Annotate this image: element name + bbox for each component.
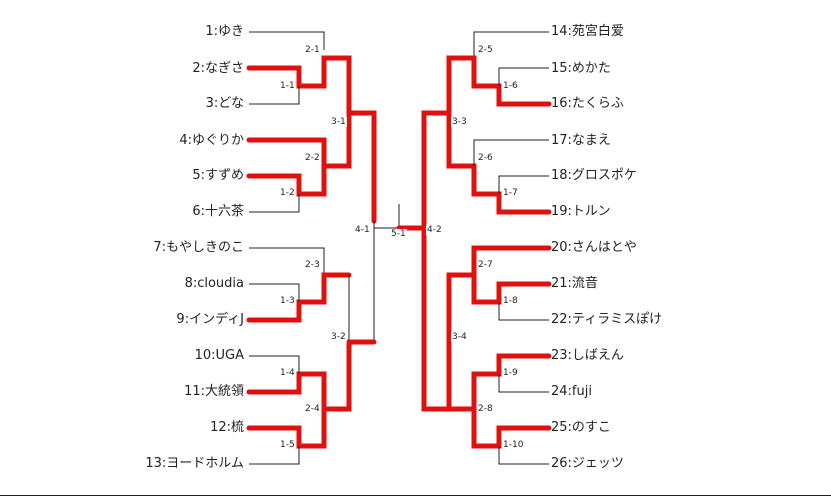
bracket-line <box>249 355 300 374</box>
winner-path <box>396 55 552 231</box>
player-name: 7:もやしきのこ <box>153 240 244 255</box>
player-name: 5:すずめ <box>192 168 244 183</box>
player-name: 19:トルン <box>551 204 611 219</box>
player-name: 16:たくらふ <box>551 96 624 111</box>
bracket-line <box>498 446 549 465</box>
player-name: 18:グロスポケ <box>551 168 637 183</box>
match-label: 2-2 <box>304 153 321 163</box>
match-label: 1-5 <box>279 440 296 450</box>
match-label: 1-6 <box>502 81 519 91</box>
winner-path <box>246 339 377 412</box>
match-label: 3-4 <box>451 332 468 342</box>
match-label: 1-1 <box>279 81 296 91</box>
winner-path <box>421 225 552 412</box>
match-label: 5-1 <box>390 229 407 239</box>
player-name: 4:ゆぐりか <box>179 133 244 148</box>
match-label: 1-3 <box>279 296 296 306</box>
player-name: 12:梳 <box>210 420 244 435</box>
match-label: 2-8 <box>477 404 494 414</box>
winner-path <box>246 272 352 323</box>
player-name: 8:cloudia <box>184 276 244 291</box>
match-label: 1-7 <box>502 188 519 198</box>
match-label: 2-5 <box>477 45 494 55</box>
match-label: 1-8 <box>502 296 519 306</box>
match-label: 1-2 <box>279 188 296 198</box>
bracket-line <box>373 221 399 229</box>
match-label: 1-4 <box>279 368 296 378</box>
bracket-line <box>398 204 424 229</box>
player-name: 9:インディJ <box>176 312 244 327</box>
player-name: 6:十六茶 <box>192 204 244 219</box>
player-name: 2:なぎさ <box>192 61 244 76</box>
bracket-line <box>249 247 325 275</box>
bracket-line <box>498 302 549 321</box>
player-name: 24:fuji <box>551 384 592 399</box>
player-name: 14:苑宮白爱 <box>551 24 624 39</box>
player-name: 1:ゆき <box>205 24 244 39</box>
player-name: 22:ティラミスぽけ <box>551 312 663 327</box>
bracket-line <box>249 283 300 302</box>
player-name: 20:さんはとや <box>551 240 637 255</box>
bracket-line <box>249 446 300 465</box>
bottom-divider <box>0 495 831 496</box>
match-label: 2-1 <box>304 45 321 55</box>
player-name: 15:めかた <box>551 61 611 76</box>
player-name: 23:しばえん <box>551 348 624 363</box>
match-label: 2-7 <box>477 260 494 270</box>
winner-path <box>246 55 377 224</box>
winner-path <box>446 353 552 412</box>
player-name: 11:大統領 <box>184 384 244 399</box>
match-label: 3-1 <box>330 117 347 127</box>
player-name: 26:ジェッツ <box>551 456 624 471</box>
player-name: 13:ヨードホルム <box>145 456 244 471</box>
winner-path <box>446 110 552 215</box>
match-label: 2-3 <box>304 260 321 270</box>
bracket-line <box>498 374 549 393</box>
match-label: 1-10 <box>502 440 525 450</box>
player-name: 17:なまえ <box>551 133 611 148</box>
bracket-line <box>249 31 325 50</box>
bracket-line <box>249 194 300 213</box>
bracket-line <box>473 31 549 58</box>
bracket-line <box>498 175 549 194</box>
bracket-line <box>249 86 300 105</box>
match-label: 3-2 <box>330 332 347 342</box>
player-name: 21:流音 <box>551 276 598 291</box>
match-label: 3-3 <box>451 117 468 127</box>
player-name: 10:UGA <box>194 348 244 363</box>
bracket-line <box>473 139 549 166</box>
player-name: 25:のすこ <box>551 420 611 435</box>
match-label: 4-1 <box>354 225 371 235</box>
match-label: 2-6 <box>477 153 494 163</box>
bracket-line <box>498 67 549 86</box>
player-name: 3:どな <box>205 96 244 111</box>
match-label: 2-4 <box>304 404 321 414</box>
match-label: 4-2 <box>426 225 443 235</box>
match-label: 1-9 <box>502 368 519 378</box>
